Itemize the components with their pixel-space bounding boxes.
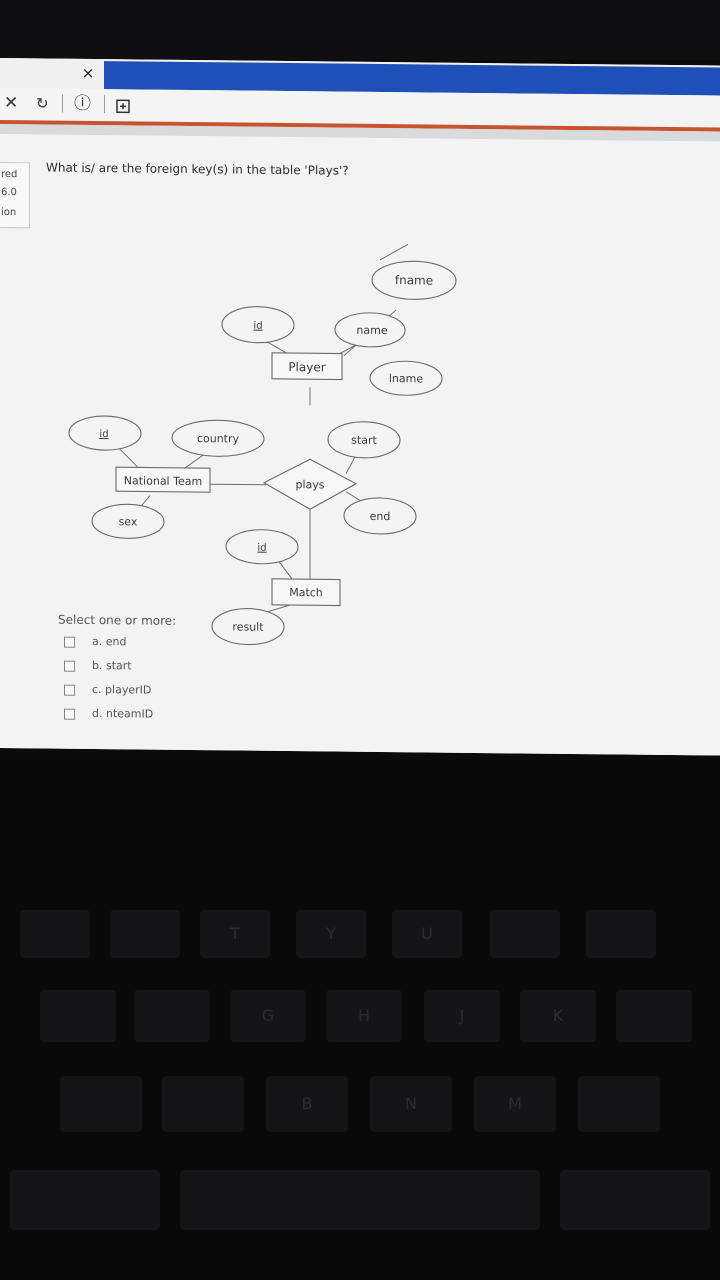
keyboard-key: N [370,1076,452,1132]
close-icon[interactable]: ✕ [4,93,19,114]
checkbox[interactable] [64,636,75,648]
keyboard-key: T [200,910,270,958]
keyboard-key [110,910,180,958]
attribute-label: country [197,432,240,445]
attribute-label: fname [395,273,433,287]
keyboard-key [586,910,656,958]
attr-start [327,421,401,459]
attr-lname [369,360,443,396]
info-icon[interactable]: ⓘ [74,93,91,114]
entity-player [271,352,343,381]
toolbar-divider [62,94,63,113]
checkbox[interactable] [64,708,75,720]
attr-country [171,419,265,457]
checkbox[interactable] [64,684,75,696]
attribute-label: id [99,429,108,440]
keyboard-key: U [392,910,462,958]
attribute-label: end [370,510,391,523]
entity-label: Player [288,360,325,374]
keyboard-key: H [326,990,402,1042]
select-prompt: Select one or more: [58,612,177,628]
keyboard-key: G [230,990,306,1042]
attr-match-id [225,529,299,565]
keyboard-key [578,1076,660,1132]
attribute-label: sex [119,515,138,528]
new-page-icon[interactable] [116,97,130,119]
keyboard-key [162,1076,244,1132]
entity-match [271,578,341,607]
attr-player-id [221,306,295,344]
tab-close-icon[interactable]: × [81,63,95,82]
keyboard-key [134,990,210,1042]
keyboard-key [616,990,692,1042]
entity-label: National Team [124,474,202,488]
attribute-label: result [232,620,264,633]
attr-sex [91,503,165,539]
attribute-label: id [253,321,262,332]
keyboard-key [560,1170,710,1230]
keyboard-key: B [266,1076,348,1132]
option-label[interactable]: a. end [92,634,127,649]
screen-bezel-top [0,0,720,60]
attribute-label: id [257,543,266,554]
keyboard-key: Y [296,910,366,958]
reload-icon[interactable]: ↻ [36,94,49,113]
entity-national-team [115,466,211,493]
attr-fname [371,260,457,300]
keyboard-key [490,910,560,958]
er-diagram: Player National Team Match plays fname i… [68,243,457,646]
relationship-label: plays [295,478,324,491]
attr-result [211,608,285,646]
entity-label: Match [289,586,323,599]
quiz-content: red 6.0 ion What is/ are the foreign key… [0,134,720,756]
option-label[interactable]: d. nteamID [92,706,154,721]
keyboard-key [10,1170,160,1230]
navigation-toolbar: ✕ ↻ ⓘ [0,88,720,128]
spacebar-key [180,1170,540,1230]
keyboard-key: M [474,1076,556,1132]
attribute-label: name [356,324,387,337]
keyboard-key [20,910,90,958]
keyboard-key [40,990,116,1042]
option-label[interactable]: b. start [92,658,132,673]
keyboard-key: K [520,990,596,1042]
attribute-label: lname [389,372,423,385]
option-label[interactable]: c. playerID [92,682,152,697]
keyboard-key: J [424,990,500,1042]
attr-end [343,497,417,535]
checkbox[interactable] [64,660,75,672]
attr-team-id [68,415,142,451]
keyboard-key [60,1076,142,1132]
attr-name [334,312,406,348]
relationship-plays [262,458,358,510]
laptop-screen: × ✕ ↻ ⓘ red 6.0 ion What is/ are the for… [0,58,720,756]
laptop-keyboard: T Y U G H J K B N M [0,760,720,1280]
attribute-label: start [351,434,377,447]
toolbar-divider [104,95,105,114]
